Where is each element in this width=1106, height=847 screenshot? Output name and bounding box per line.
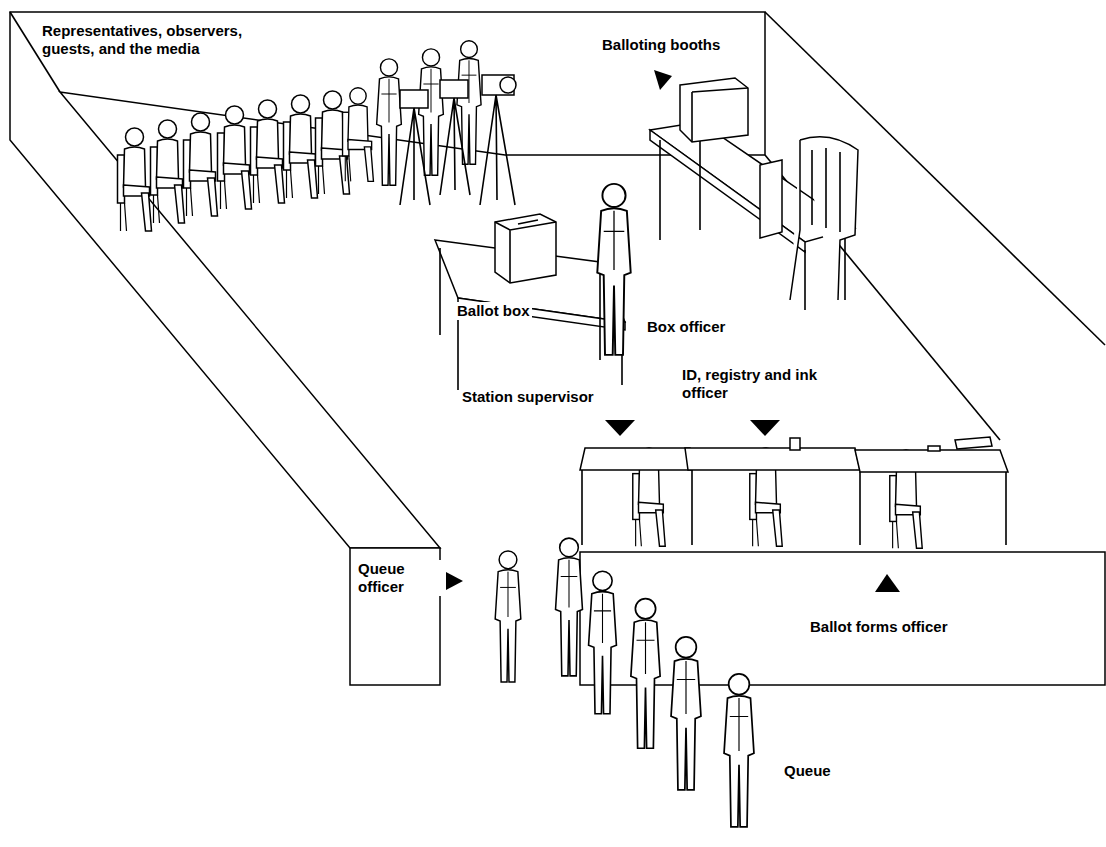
desk <box>580 448 692 470</box>
ink-bottle <box>790 438 800 450</box>
label-text: Queue <box>782 762 833 780</box>
audience <box>118 88 374 231</box>
voter <box>556 538 583 676</box>
seated-observer <box>251 100 285 203</box>
seated-observer <box>284 95 318 198</box>
voter <box>671 637 701 790</box>
tripod-camera <box>400 75 516 205</box>
queue-officer-figure <box>495 551 521 682</box>
voter <box>589 571 617 714</box>
desk <box>685 448 860 470</box>
media-crew <box>377 41 516 205</box>
camera-operator <box>377 59 402 185</box>
voting-booth-screen <box>760 160 782 238</box>
desk <box>855 450 1008 472</box>
queue-people <box>556 538 754 827</box>
officials-desks <box>580 437 1008 548</box>
pointer-arrows <box>446 70 900 592</box>
seated-observer <box>151 120 185 223</box>
label-text: Queue officer <box>356 560 442 596</box>
voter <box>724 674 754 827</box>
back-and-left-wall <box>10 12 765 548</box>
ballot-box <box>495 214 556 283</box>
label-text: ID, registry and ink officer <box>680 366 859 402</box>
right-wall-top <box>765 12 1105 345</box>
voter <box>631 599 660 749</box>
label-text: Station supervisor <box>460 388 596 406</box>
ballot-box-table <box>435 214 625 390</box>
pointer-arrow <box>446 572 463 590</box>
label-text: Box officer <box>645 318 727 336</box>
label-text: Ballot forms officer <box>808 618 950 636</box>
pointer-arrow <box>750 420 780 436</box>
camera-operator <box>457 41 481 164</box>
room-walls <box>10 12 1105 685</box>
ballot-forms-stack <box>955 437 992 449</box>
voting-booth <box>680 78 748 142</box>
pointer-arrow <box>654 70 672 90</box>
box-officer-figure <box>597 184 630 355</box>
chair <box>790 137 858 300</box>
label-text: Ballot box <box>455 302 532 320</box>
label-text: Balloting booths <box>600 36 722 54</box>
seated-observer <box>184 113 218 216</box>
seated-observer <box>218 106 252 209</box>
seated-observer <box>343 88 374 182</box>
seated-observer <box>118 128 152 231</box>
booth-table <box>650 78 858 310</box>
pointer-arrow <box>605 420 635 436</box>
label-text: Representatives, observers, guests, and … <box>40 22 294 58</box>
pointer-arrow <box>875 574 900 592</box>
